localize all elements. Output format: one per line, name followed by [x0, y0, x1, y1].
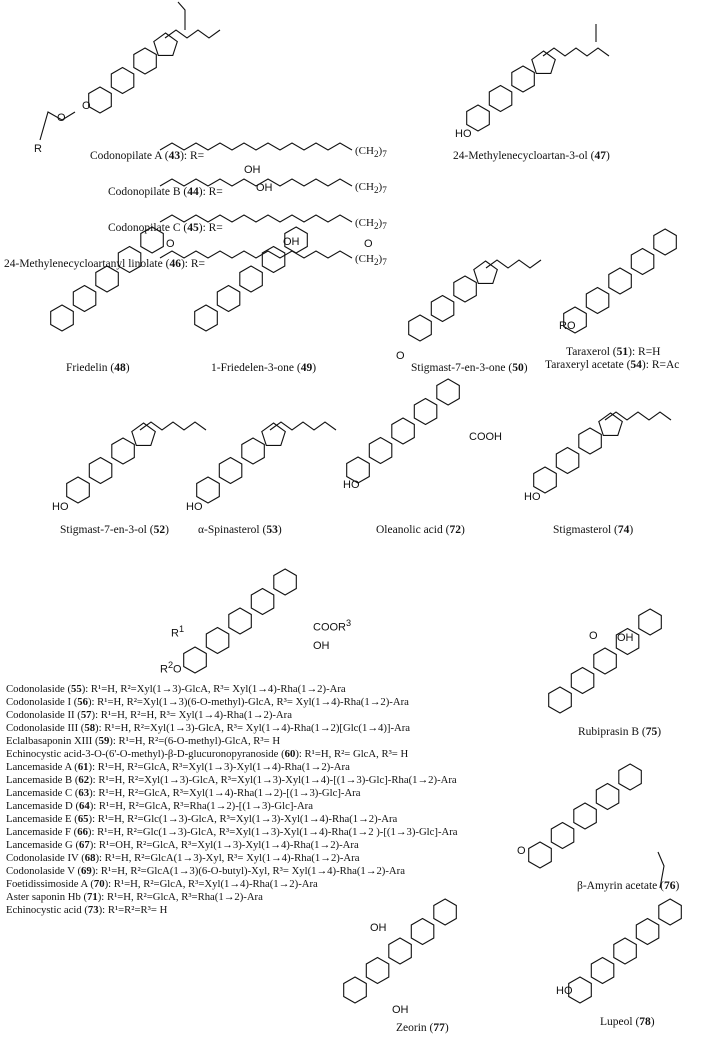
saponin-row: Lancemaside B (62): R¹=H, R²=Xyl(1→3)-Gl… [6, 774, 457, 786]
saponin-row: Lancemaside A (61): R¹=H, R²=GlcA, R³=Xy… [6, 761, 350, 773]
ho-52: HO [52, 501, 69, 513]
ketone-49: O [364, 238, 373, 250]
label-49: 1-Friedelen-3-one (49) [211, 362, 317, 374]
saponin-row: Codonolaside II (57): R¹=H, R²=H, R³= Xy… [6, 709, 292, 721]
saponin-row: Lancemaside E (65): R¹=H, R²=Glc(1→3)-Gl… [6, 813, 398, 825]
saponin-row: Echinocystic acid (73): R¹=R²=R³= H [6, 904, 168, 916]
ketone-48: O [166, 238, 175, 250]
saponin-row: Lancemaside G (67): R¹=OH, R²=GlcA, R³=X… [6, 839, 359, 851]
chain-tail-d: (CH2)7 [355, 253, 387, 268]
ho-72: HO [343, 479, 360, 491]
saponin-row: Lancemaside F (66): R¹=H, R²=Glc(1→3)-Gl… [6, 826, 458, 838]
ketone-76: O [517, 845, 526, 857]
oh-c: OH [283, 236, 300, 248]
codonopilate-a-label: Codonopilate A (43): R= [90, 150, 205, 162]
saponin-row: Lancemaside C (63): R¹=H, R²=GlcA, R³=Xy… [6, 787, 361, 799]
chain-tail-c: (CH2)7 [355, 217, 387, 232]
oh-b: OH [256, 182, 273, 194]
label-47: 24-Methylenecycloartan-3-ol (47) [453, 150, 610, 162]
label-72: Oleanolic acid (72) [376, 524, 465, 536]
coor3-atom: COOR3 [313, 618, 352, 634]
label-53: α-Spinasterol (53) [198, 524, 282, 536]
label-78: Lupeol (78) [600, 1016, 655, 1028]
cooh-72: COOH [469, 431, 502, 443]
ketone-75: O [589, 630, 598, 642]
ro-51: RO [559, 320, 576, 332]
label-77: Zeorin (77) [396, 1022, 449, 1034]
label-54: Taraxeryl acetate (54): R=Ac [545, 359, 680, 371]
saponin-row: Codonolaside (55): R¹=H, R²=Xyl(1→3)-Glc… [6, 683, 346, 695]
r2o-atom: R2O [160, 660, 182, 676]
r1-atom: R1 [171, 624, 185, 640]
r-group-label: R [34, 143, 42, 155]
ester-oxygen-label: O [82, 100, 91, 112]
oh-77-top: OH [370, 922, 387, 934]
chain-tail-a: (CH2)7 [355, 145, 387, 160]
label-51: Taraxerol (51): R=H [566, 346, 661, 358]
label-76: β-Amyrin acetate (76) [577, 880, 680, 892]
saponin-row: Codonolaside I (56): R¹=H, R²=Xyl(1→3)(6… [6, 696, 409, 708]
label-48: Friedelin (48) [66, 362, 130, 374]
oh-saponin: OH [313, 640, 330, 652]
ketone-50: O [396, 350, 405, 362]
ho-53: HO [186, 501, 203, 513]
oh-a: OH [244, 164, 261, 176]
linolate-label: 24-Methylenecycloartanyl linolate (46): … [4, 258, 205, 270]
ester-carbonyl-oxygen: O [57, 112, 66, 124]
saponin-row: Codonolaside III (58): R¹=H, R²=Xyl(1→3)… [6, 722, 411, 734]
saponin-row: Lancemaside D (64): R¹=H, R²=GlcA, R³=Rh… [6, 800, 313, 812]
saponin-list: Codonolaside (55): R¹=H, R²=Xyl(1→3)-Glc… [6, 683, 458, 917]
codonopilate-c-label: Codonopilate C (45): R= [108, 222, 223, 234]
saponin-row: Codonolaside V (69): R¹=H, R²=GlcA(1→3)(… [6, 865, 405, 877]
saponin-row: Codonolaside IV (68): R¹=H, R²=GlcA(1→3)… [6, 852, 360, 864]
ho-74: HO [524, 491, 541, 503]
ho-47: HO [455, 128, 472, 140]
saponin-row: Foetidissimoside A (70): R¹=H, R²=GlcA, … [6, 878, 318, 890]
label-50: Stigmast-7-en-3-one (50) [411, 362, 528, 374]
label-75: Rubiprasin B (75) [578, 726, 662, 738]
chain-tail-b: (CH2)7 [355, 181, 387, 196]
saponin-row: Eclalbasaponin XIII (59): R¹=H, R²=(6-O-… [6, 735, 281, 747]
saponin-row: Aster saponin Hb (71): R¹=H, R²=GlcA, R³… [6, 891, 263, 903]
label-74: Stigmasterol (74) [553, 524, 634, 536]
label-52: Stigmast-7-en-3-ol (52) [60, 524, 169, 536]
oh-75: OH [617, 632, 634, 644]
ho-78: HO [556, 985, 573, 997]
codonopilate-b-label: Codonopilate B (44): R= [108, 186, 223, 198]
oh-77-bot: OH [392, 1004, 409, 1016]
saponin-row: Echinocystic acid-3-O-(6'-O-methyl)-β-D-… [6, 748, 409, 760]
